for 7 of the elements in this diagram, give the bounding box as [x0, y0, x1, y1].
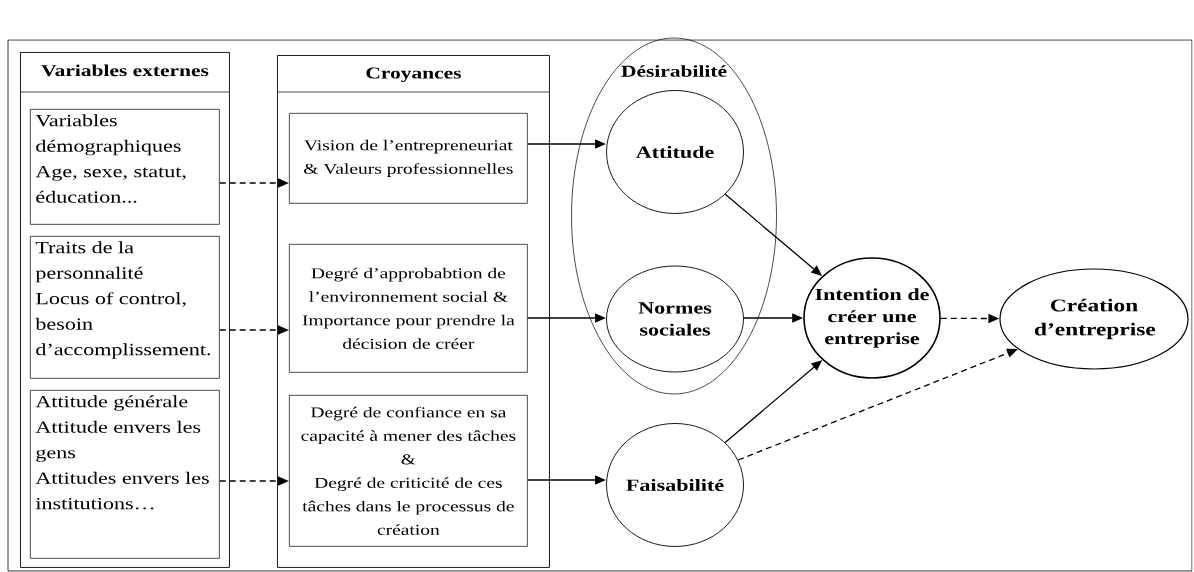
text-box: Variables démographiques Age, sexe, statut, éducation...: [30, 109, 220, 225]
text-box: Vision de l’entrepreneuriat & Valeurs professionnelles: [289, 113, 528, 204]
text-box: Attitude générale Attitude envers les gens Attitudes envers les institutions…: [30, 390, 220, 559]
text-box: Degré d’approbabtion de l’environnement social & Importance pour prendre la décision de créer: [289, 244, 528, 373]
arrow: [737, 348, 1018, 461]
text-box: Degré de confiance en sa capacité à mener des tâches & Degré de criticité de ces tâches dans le processus de création: [289, 395, 528, 547]
text-box: Traits de la personnalité Locus of control, besoin d’accomplissement.: [30, 236, 220, 379]
